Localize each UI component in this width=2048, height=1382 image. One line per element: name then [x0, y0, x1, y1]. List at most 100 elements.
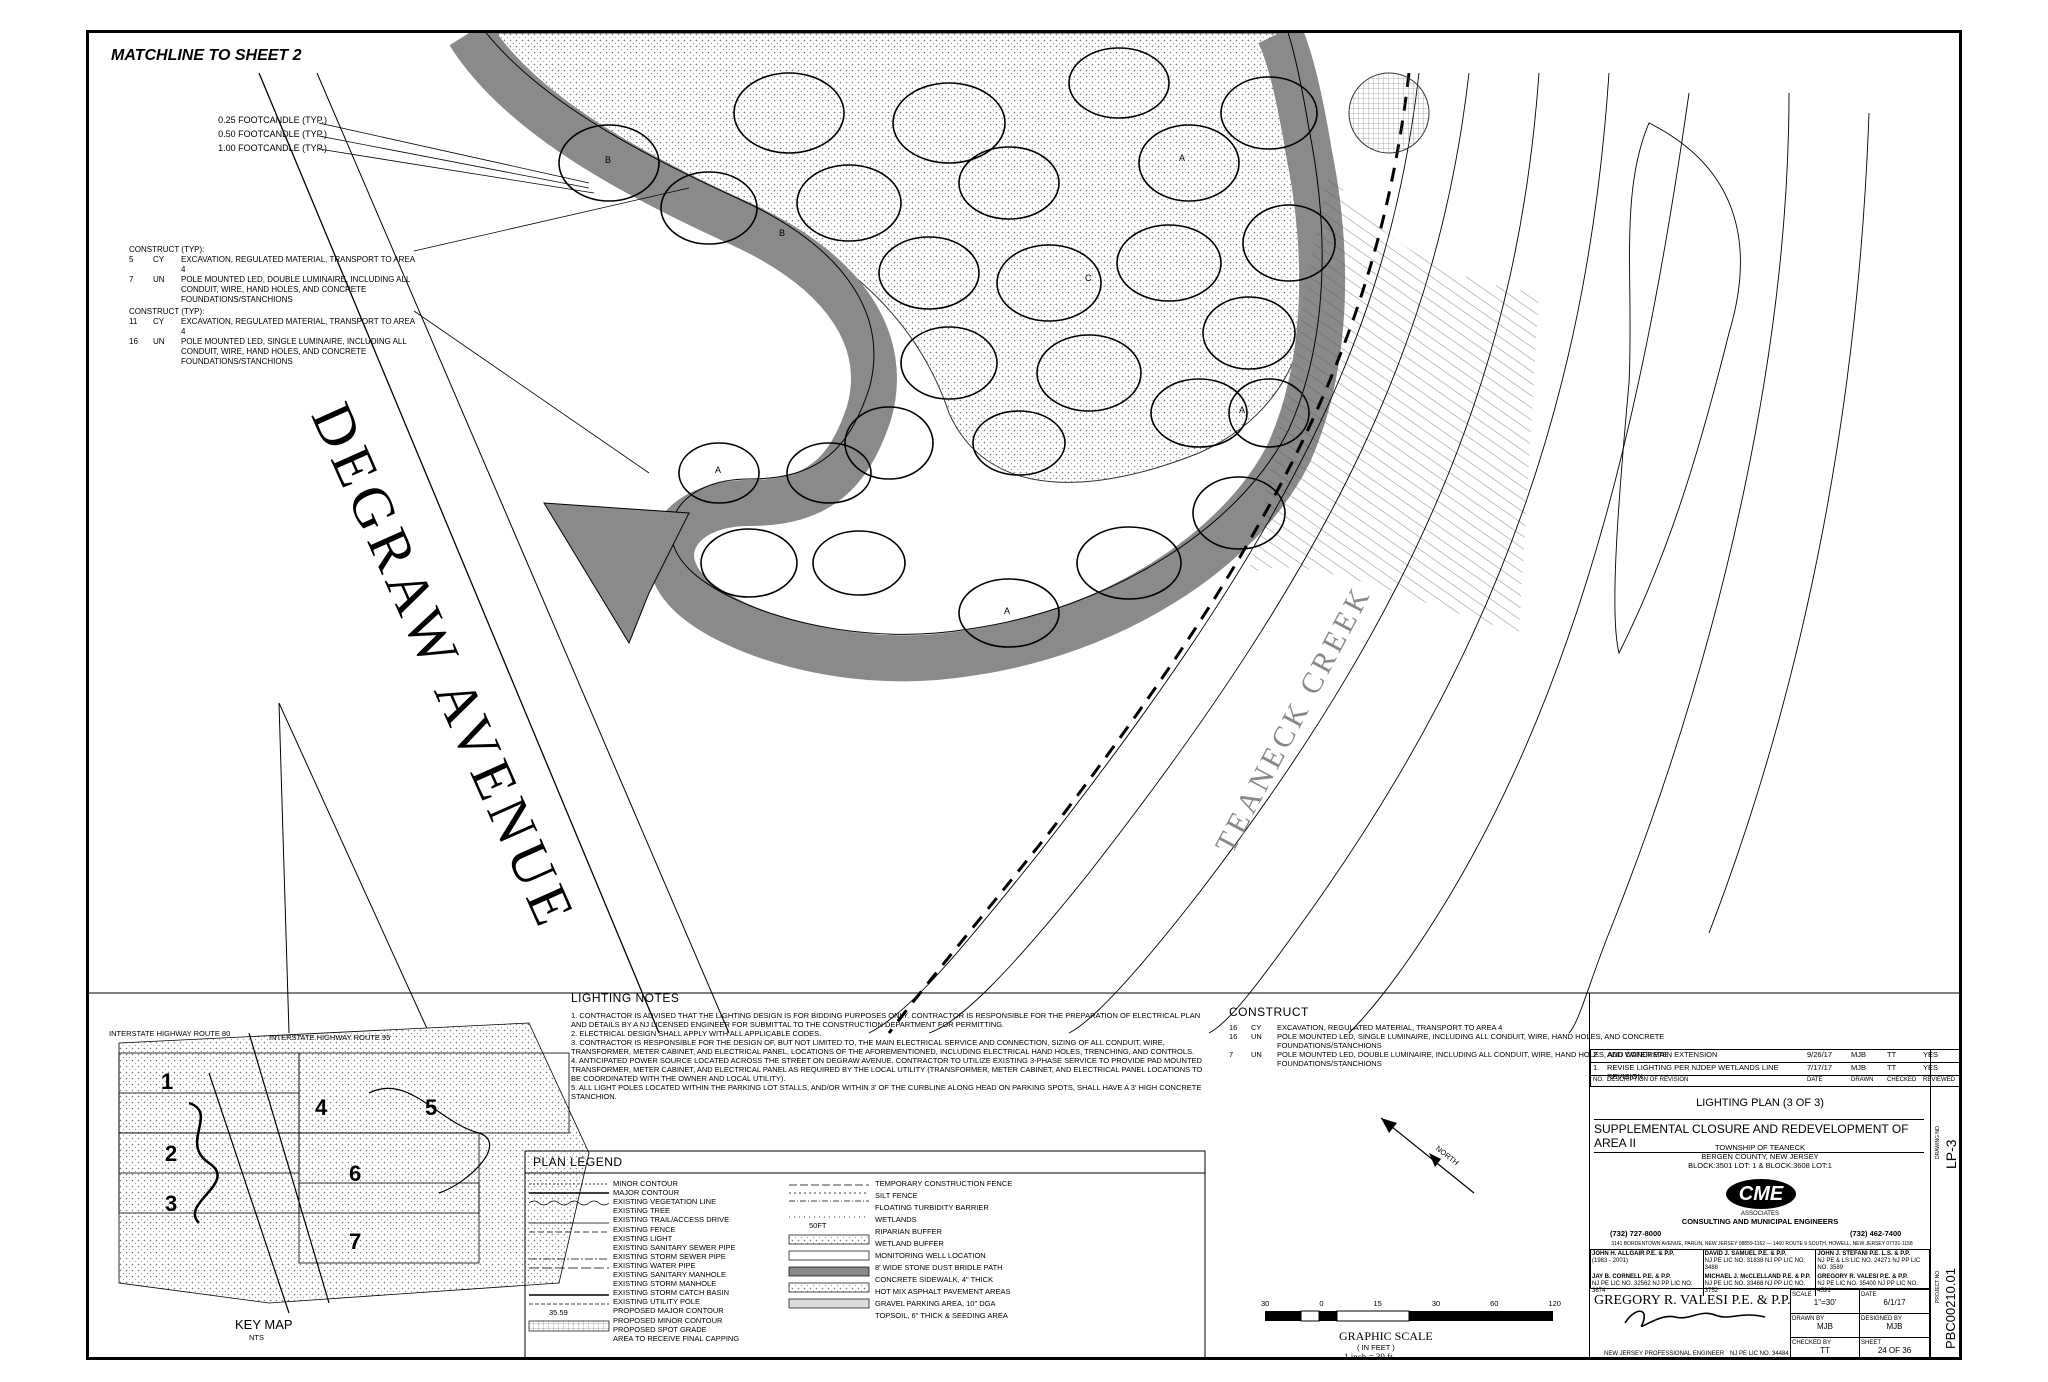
- engineer-name: DAVID J. SAMUEL P.E. & P.P.: [1704, 1251, 1787, 1257]
- side-strip: DRAWING NO. LP-3 PROJECT NO. PBC00210.01: [1930, 1049, 1959, 1357]
- lighting-notes: LIGHTING NOTES 1. CONTRACTOR IS ADVISED …: [571, 991, 1211, 1101]
- site-plan: [89, 33, 1959, 1357]
- rev-date: 9/26/17: [1807, 1050, 1833, 1059]
- sheet-label: SHEET: [1861, 1340, 1882, 1346]
- rev-drawn: MJB: [1851, 1050, 1866, 1059]
- designed-label: DESIGNED BY: [1861, 1316, 1903, 1322]
- firm-addresses: 3141 BORDENTOWN AVENUE, PARLIN, NEW JERS…: [1611, 1241, 1913, 1247]
- callout-qty: 5: [129, 255, 134, 264]
- signer-name: GREGORY R. VALESI P.E. & P.P.: [1594, 1293, 1791, 1308]
- legend-item: EXISTING STORM SEWER PIPE: [613, 1251, 726, 1261]
- rev-header: DATE: [1807, 1077, 1823, 1083]
- key-area-4: 4: [315, 1095, 328, 1120]
- scale-tick: 30: [1261, 1299, 1270, 1308]
- callout-qty: 11: [129, 317, 138, 326]
- leader-lines: [318, 122, 690, 474]
- engineer-lic: NJ PE LIC NO. 33468 NJ PP LIC NO. 3752: [1704, 1281, 1806, 1294]
- pole-label: A: [715, 465, 722, 475]
- road-edge: [316, 72, 730, 1034]
- legend-item: EXISTING SANITARY SEWER PIPE: [613, 1242, 736, 1252]
- key-area-2: 2: [165, 1141, 178, 1166]
- engineer-name: JOHN J. STEFANI P.E. L.S. & P.P.: [1817, 1251, 1911, 1257]
- key-map-title: KEY MAP: [235, 1317, 293, 1332]
- legend-item: SILT FENCE: [875, 1191, 918, 1200]
- engineer-name: GREGORY R. VALESI P.E. & P.P.: [1817, 1274, 1908, 1280]
- checked-value: TT: [1820, 1346, 1830, 1355]
- construct-desc: POLE MOUNTED LED, SINGLE LUMINAIRE, INCL…: [1277, 1032, 1665, 1050]
- key-area-7: 7: [349, 1229, 362, 1254]
- lighting-note: 3. CONTRACTOR IS RESPONSIBLE FOR THE DES…: [571, 1038, 1195, 1056]
- rev-header: DRAWN: [1851, 1077, 1874, 1083]
- firm-sub: ASSOCIATES: [1741, 1211, 1779, 1217]
- pole-label: A: [1179, 153, 1186, 163]
- limit-line: [887, 72, 1411, 1034]
- graphic-scale-units: ( IN FEET ): [1357, 1343, 1395, 1352]
- creek-banks: [868, 72, 1870, 1034]
- callout-unit: CY: [153, 255, 165, 264]
- lighting-note: 4. ANTICIPATED POWER SOURCE LOCATED ACRO…: [571, 1056, 1203, 1083]
- construct-qty: 7: [1229, 1050, 1234, 1059]
- project-number: PBC00210.01: [1943, 1268, 1958, 1349]
- callout-desc: EXCAVATION, REGULATED MATERIAL, TRANSPOR…: [181, 255, 415, 274]
- designed-value: MJB: [1886, 1322, 1903, 1331]
- scale-value: 1"=30': [1813, 1298, 1837, 1307]
- callout-unit: UN: [153, 275, 165, 284]
- road-edge: [278, 702, 290, 1034]
- legend-item: MINOR CONTOUR: [613, 1179, 678, 1188]
- pole-label: A: [1239, 405, 1246, 415]
- engineers-grid: JOHN H. ALLGAIR P.E. & P.P.(1983 - 2001)…: [1590, 1249, 1930, 1296]
- legend-item: MONITORING WELL LOCATION: [875, 1251, 986, 1260]
- rev-desc: REVISE LIGHTING PER NJDEP WETLANDS LINE …: [1607, 1063, 1779, 1081]
- legend-item: PROPOSED MAJOR CONTOUR: [613, 1306, 724, 1316]
- firm-phone-right: (732) 462-7400: [1850, 1229, 1902, 1238]
- signer-role: NEW JERSEY PROFESSIONAL ENGINEER: [1604, 1351, 1725, 1357]
- legend-item: HOT MIX ASPHALT PAVEMENT AREAS: [875, 1287, 1011, 1296]
- legend-item: RIPARIAN BUFFER: [875, 1227, 942, 1236]
- rev-header: DESCRIPTION OF REVISION: [1607, 1077, 1689, 1083]
- scale-tick: 30: [1431, 1299, 1441, 1308]
- rev-header: CHECKED: [1887, 1077, 1917, 1083]
- callout-desc: EXCAVATION, REGULATED MATERIAL, TRANSPOR…: [181, 317, 415, 336]
- legend-item: EXISTING LIGHT: [613, 1233, 673, 1243]
- construct-desc: POLE MOUNTED LED, DOUBLE LUMINAIRE, INCL…: [1277, 1050, 1668, 1068]
- project-title: SUPPLEMENTAL CLOSURE AND REDEVELOPMENT O…: [1594, 1119, 1924, 1153]
- date-value: 6/1/17: [1883, 1298, 1906, 1307]
- legend-frame: [524, 1150, 1206, 1357]
- legend-item: PROPOSED MINOR CONTOUR: [613, 1315, 723, 1325]
- scale-tick: 15: [1373, 1299, 1382, 1308]
- scale-label: SCALE: [1792, 1292, 1812, 1298]
- cme-logo: CME: [1726, 1179, 1796, 1209]
- key-map-sketch: [118, 1022, 590, 1314]
- engineer-lic: NJ PE & LS LIC NO. 24271 NJ PP LIC NO. 3…: [1817, 1258, 1921, 1271]
- legend-item: TEMPORARY CONSTRUCTION FENCE: [875, 1179, 1013, 1188]
- wetland-hatch: [1249, 173, 1539, 633]
- legend-swatches: [528, 1183, 870, 1332]
- checked-label: CHECKED BY: [1792, 1340, 1832, 1346]
- legend-item: AREA TO RECEIVE FINAL CAPPING: [613, 1333, 740, 1343]
- legend-item: EXISTING SANITARY MANHOLE: [613, 1270, 726, 1279]
- legend-item: EXISTING TREE: [613, 1206, 670, 1216]
- route-80-label: INTERSTATE HIGHWAY ROUTE 80: [109, 1029, 231, 1038]
- graphic-scale-bar: [1265, 1310, 1553, 1322]
- pole-label: A: [1004, 606, 1011, 616]
- entrance-apron: [543, 502, 690, 645]
- callout-qty: 7: [129, 275, 134, 284]
- legend-item: EXISTING TRAIL/ACCESS DRIVE: [613, 1215, 730, 1225]
- key-area-5: 5: [425, 1095, 438, 1120]
- drawing-no-label: DRAWING NO.: [1935, 1124, 1941, 1159]
- rev-no: 1.: [1593, 1063, 1600, 1072]
- callout-desc: POLE MOUNTED LED, DOUBLE LUMINAIRE, INCL…: [181, 275, 411, 304]
- key-area-1: 1: [161, 1069, 174, 1094]
- revision-table: 2. ADD WATER MAIN EXTENSION 9/26/17 MJB …: [1590, 1049, 1959, 1087]
- construct-qty: 16: [1229, 1023, 1238, 1032]
- county: BERGEN COUNTY, NEW JERSEY: [1701, 1152, 1819, 1161]
- pole-label: C: [1085, 273, 1092, 283]
- drawing-sheet: MATCHLINE TO SHEET 2 0.25 FOOTCANDLE (TY…: [86, 30, 1962, 1360]
- legend-item: MAJOR CONTOUR: [613, 1188, 680, 1198]
- construct-unit: CY: [1251, 1023, 1262, 1032]
- lighting-note: 1. CONTRACTOR IS ADVISED THAT THE LIGHTI…: [571, 1011, 1201, 1029]
- engineer-name: MICHAEL J. McCLELLAND P.E. & P.P.: [1704, 1274, 1811, 1280]
